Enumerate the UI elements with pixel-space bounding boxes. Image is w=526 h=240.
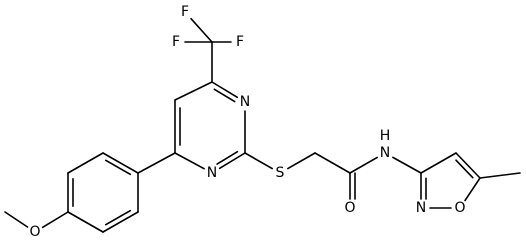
bond-c2-n3 bbox=[218, 152, 246, 170]
atom-label-o-isox: O bbox=[454, 200, 465, 216]
bond-pa2-pa3 bbox=[67, 152, 104, 174]
atom-label-o-methoxy: O bbox=[29, 224, 40, 238]
atom-label-h-amide: H bbox=[380, 128, 391, 144]
bond-o_me-me_o bbox=[4, 211, 29, 228]
atom-label-n-amide: N bbox=[380, 145, 390, 161]
bond-c2-n3-second-line bbox=[216, 150, 239, 165]
bond-c6-n1-second-line bbox=[213, 88, 236, 103]
bond-pa5-pa6 bbox=[102, 211, 139, 233]
bond-cf3-f_top bbox=[190, 17, 213, 43]
atom-label-n-isox: N bbox=[416, 200, 426, 216]
atom-label-f-right: F bbox=[236, 34, 244, 50]
bond-pa4-pa5 bbox=[67, 211, 104, 233]
bond-c3i-c4i bbox=[420, 152, 457, 174]
bond-pa1-pa2 bbox=[102, 152, 139, 174]
bond-layer bbox=[4, 17, 521, 233]
bond-n_am-c3i bbox=[392, 156, 422, 174]
atom-label-n-pyr-lower: N bbox=[207, 165, 217, 181]
bond-ch2-cco bbox=[314, 152, 351, 174]
bond-s-ch2 bbox=[287, 152, 316, 170]
atom-label-s-thio: S bbox=[276, 165, 285, 181]
bond-n3-c4 bbox=[174, 152, 205, 170]
bond-c2-s bbox=[244, 152, 273, 170]
bond-c4-pa1 bbox=[137, 152, 176, 174]
bond-c4i-c5i bbox=[455, 152, 481, 179]
bond-c5-c6 bbox=[174, 81, 213, 101]
atom-label-o-carbonyl: O bbox=[344, 200, 355, 216]
atom-label-n-pyr-upper: N bbox=[240, 94, 250, 110]
atom-label-f-left: F bbox=[172, 34, 180, 50]
bond-pa5-pa6-second-line bbox=[104, 209, 132, 226]
bond-c5i-me bbox=[479, 172, 521, 179]
bond-pa4-o_me bbox=[41, 211, 69, 229]
bond-c4i-c5i-second-line bbox=[455, 159, 474, 179]
bond-pa1-pa2-second-line bbox=[104, 159, 132, 176]
bond-c6-n1 bbox=[211, 81, 239, 99]
bond-cco-n_am bbox=[349, 156, 378, 174]
atom-label-f-top: F bbox=[181, 4, 189, 20]
bond-c5i-o_i bbox=[464, 177, 481, 202]
